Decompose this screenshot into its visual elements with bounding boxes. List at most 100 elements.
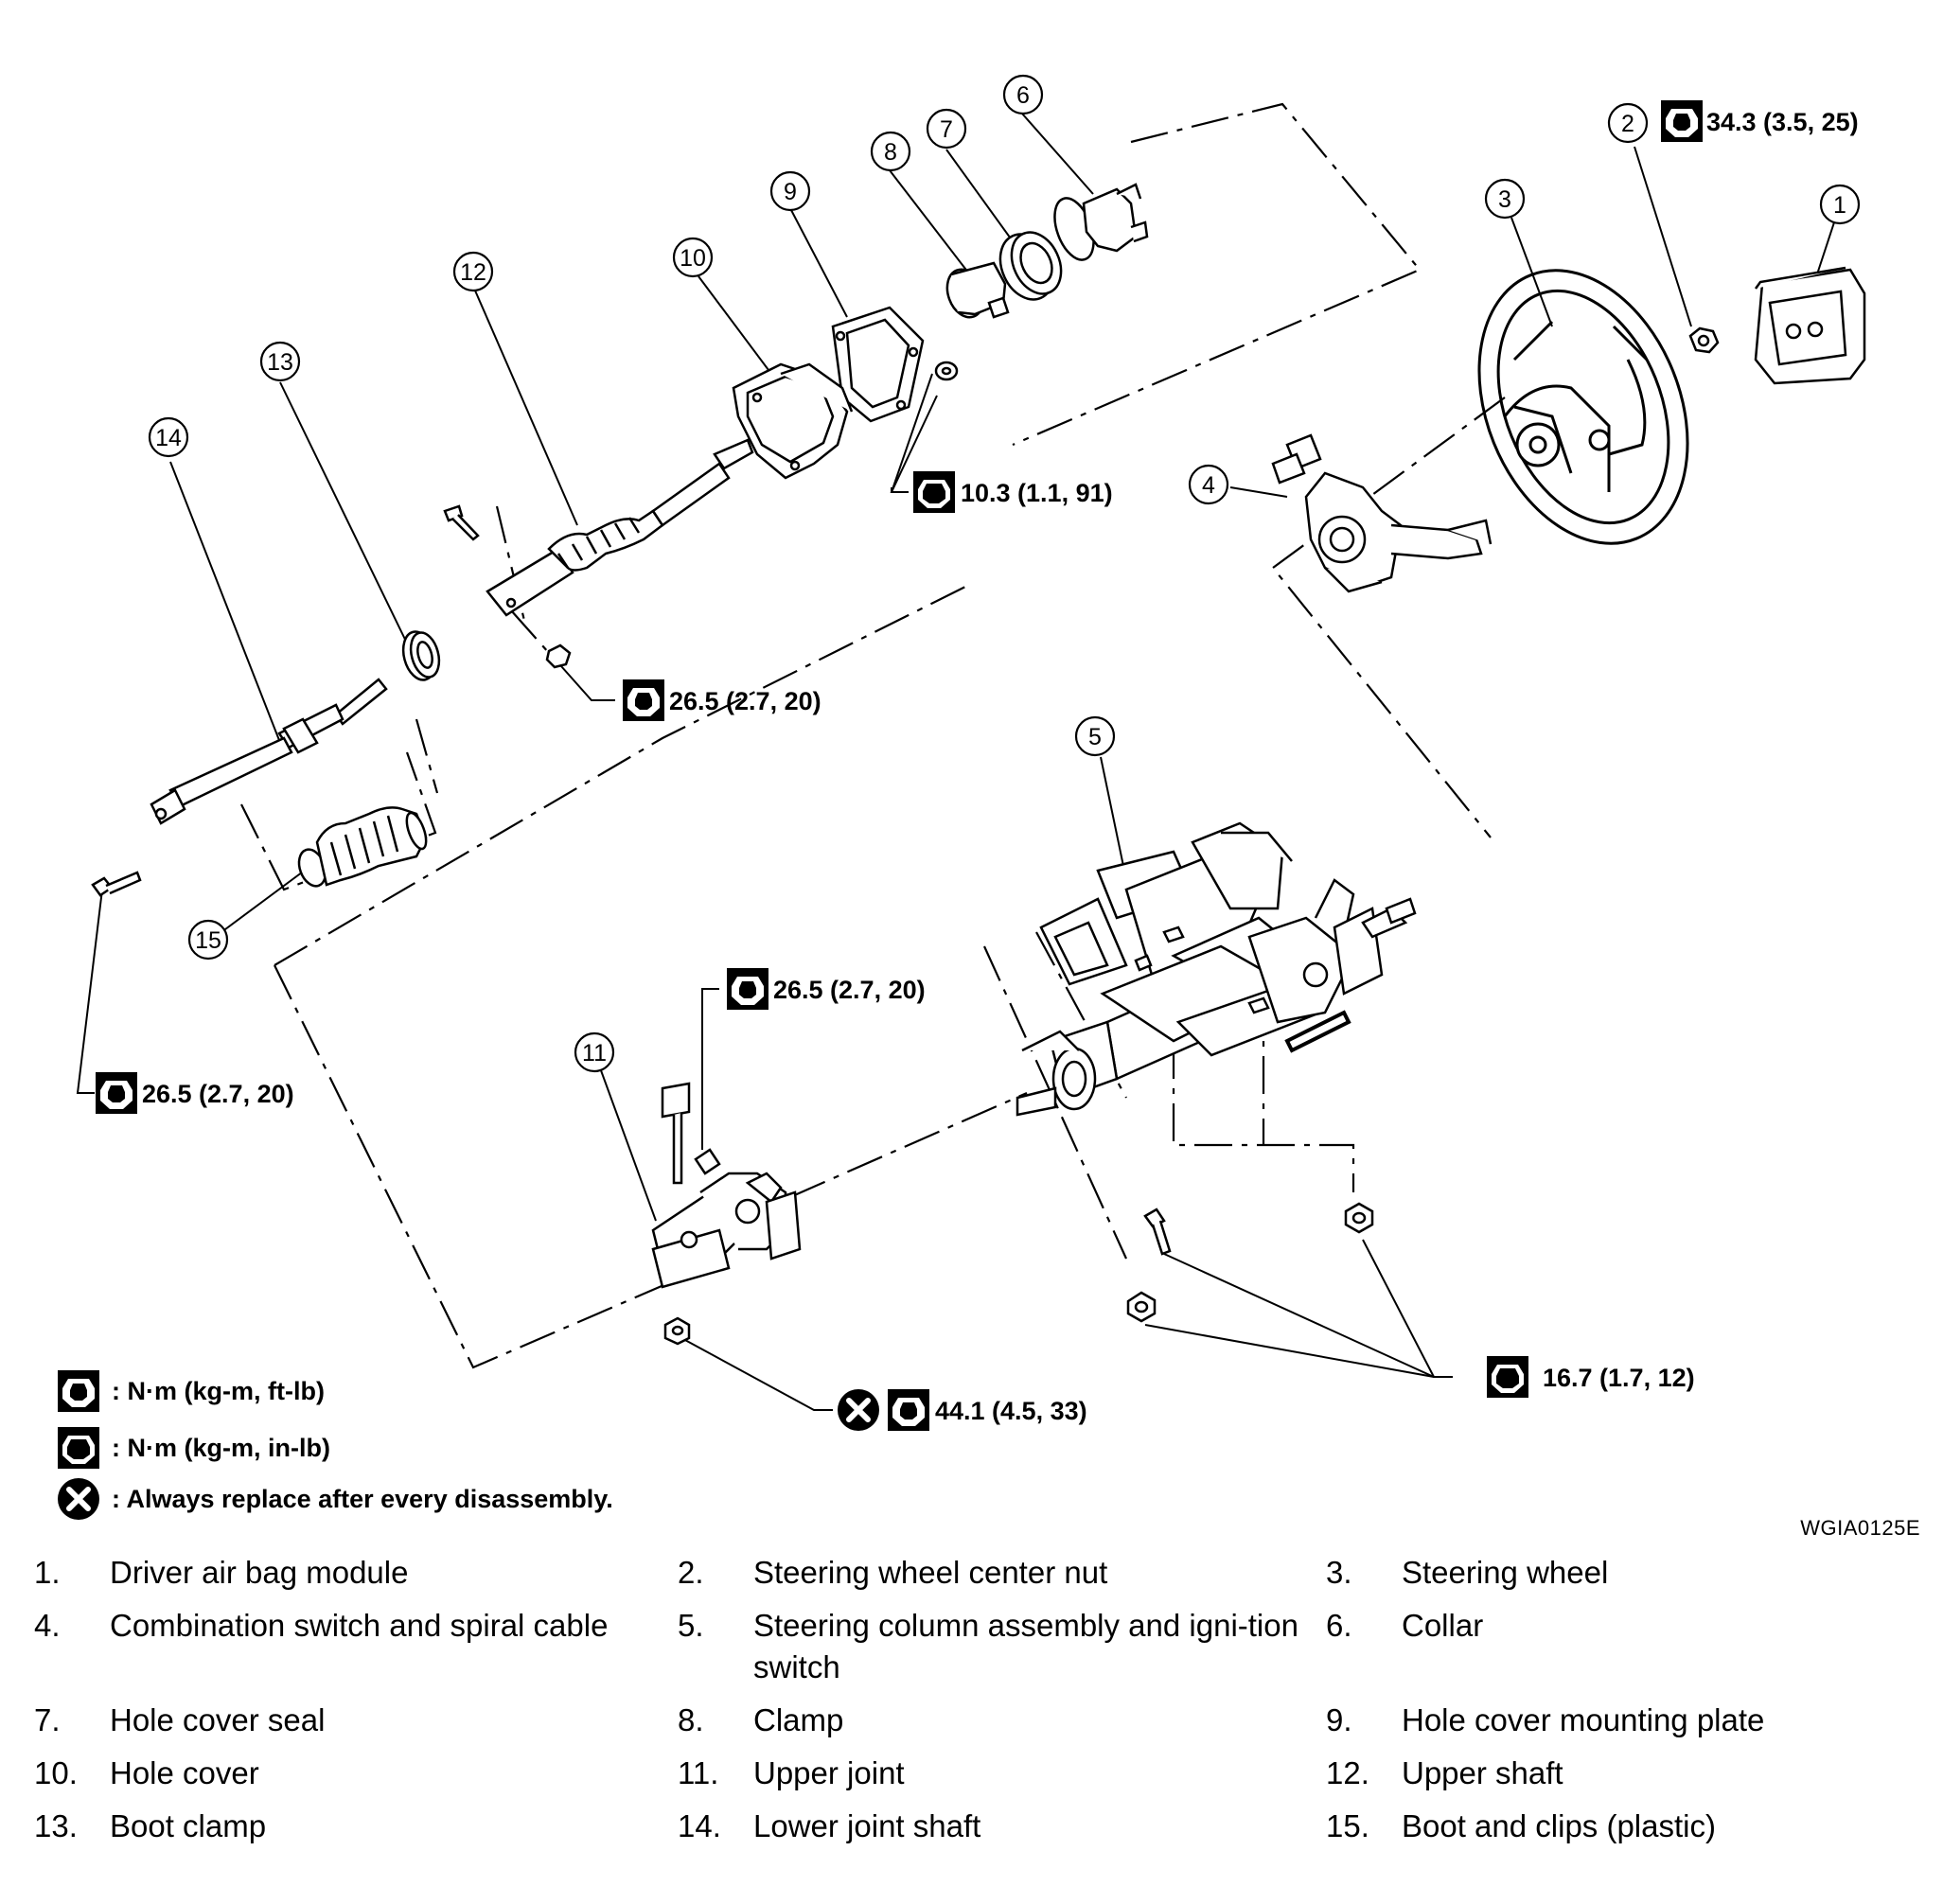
combination-switch bbox=[1271, 433, 1493, 593]
svg-text:34.3 (3.5, 25): 34.3 (3.5, 25) bbox=[1706, 108, 1859, 136]
part-number: 12. bbox=[1326, 1755, 1369, 1790]
exploded-view-diagram: 1 2 3 4 5 6 7 8 9 10 11 12 13 14 15 34.3… bbox=[76, 74, 1866, 1552]
driver-air-bag-module bbox=[1754, 266, 1866, 385]
callout-15: 15 bbox=[187, 919, 229, 961]
svg-text:9: 9 bbox=[784, 179, 797, 205]
legend-filled-text: : N·m (kg-m, in-lb) bbox=[112, 1433, 330, 1462]
upper-joint-nut bbox=[663, 1316, 691, 1346]
torque-center-nut: 34.3 (3.5, 25) bbox=[1661, 100, 1859, 142]
hole-cover bbox=[732, 362, 854, 480]
svg-text:10: 10 bbox=[680, 245, 706, 272]
part-number: 1. bbox=[34, 1555, 61, 1590]
part-number: 7. bbox=[34, 1702, 61, 1737]
callout-2: 2 bbox=[1607, 102, 1649, 144]
parts-list-item: 15. Boot and clips (plastic) bbox=[1326, 1806, 1917, 1847]
svg-text:7: 7 bbox=[940, 116, 953, 143]
steering-wheel bbox=[1477, 269, 1689, 545]
part-number: 5. bbox=[678, 1608, 704, 1643]
svg-text:16.7 (1.7, 12): 16.7 (1.7, 12) bbox=[1543, 1364, 1695, 1392]
callout-14: 14 bbox=[148, 416, 189, 458]
upper-joint bbox=[651, 1082, 802, 1289]
part-name: Upper shaft bbox=[1402, 1755, 1563, 1790]
part-name: Upper joint bbox=[753, 1755, 905, 1790]
svg-text:5: 5 bbox=[1088, 724, 1102, 750]
svg-text:10.3 (1.1, 91): 10.3 (1.1, 91) bbox=[961, 479, 1113, 507]
part-number: 9. bbox=[1326, 1702, 1352, 1737]
part-number: 13. bbox=[34, 1808, 78, 1843]
part-name: Steering wheel center nut bbox=[753, 1555, 1108, 1590]
parts-list-item: 13. Boot clamp bbox=[34, 1806, 678, 1847]
replace-x-icon bbox=[57, 1477, 100, 1521]
part-name: Hole cover bbox=[110, 1755, 259, 1790]
clamp bbox=[945, 261, 1010, 319]
svg-text:14: 14 bbox=[155, 425, 182, 451]
part-name: Lower joint shaft bbox=[753, 1808, 981, 1843]
legend-open-text: : N·m (kg-m, ft-lb) bbox=[112, 1376, 325, 1405]
parts-list: 1. Driver air bag module 2. Steering wheel … bbox=[34, 1552, 1917, 1847]
callout-12: 12 bbox=[452, 251, 494, 292]
parts-list-item: 8. Clamp bbox=[678, 1700, 1326, 1741]
parts-list-item: 3. Steering wheel bbox=[1326, 1552, 1917, 1594]
parts-list-item: 7. Hole cover seal bbox=[34, 1700, 678, 1741]
figure-code: WGIA0125E bbox=[1800, 1516, 1920, 1540]
svg-text:26.5 (2.7, 20): 26.5 (2.7, 20) bbox=[773, 976, 926, 1004]
callout-10: 10 bbox=[672, 237, 714, 278]
svg-text:6: 6 bbox=[1016, 82, 1030, 109]
torque-lower-shaft: 26.5 (2.7, 20) bbox=[96, 1072, 294, 1114]
svg-text:8: 8 bbox=[884, 139, 897, 166]
part-name: Boot clamp bbox=[110, 1808, 267, 1843]
parts-list-item: 10.Hole cover bbox=[34, 1753, 678, 1794]
part-name: Steering column assembly and igni-tion s… bbox=[753, 1608, 1298, 1684]
legend-open-torque: : N·m (kg-m, ft-lb) bbox=[57, 1370, 325, 1412]
column-mounting-bolts bbox=[1126, 1202, 1374, 1323]
torque-labels: 34.3 (3.5, 25) 10.3 (1.1, 91) 26.5 (2.7,… bbox=[96, 100, 1859, 1431]
part-number: 4. bbox=[34, 1608, 61, 1643]
svg-text:2: 2 bbox=[1621, 111, 1634, 137]
torque-upper-joint-top: 26.5 (2.7, 20) bbox=[727, 968, 926, 1010]
part-number: 8. bbox=[678, 1702, 704, 1737]
upper-shaft-nut bbox=[545, 643, 572, 669]
svg-text:26.5 (2.7, 20): 26.5 (2.7, 20) bbox=[669, 687, 821, 715]
part-name: Clamp bbox=[753, 1702, 844, 1737]
part-number: 3. bbox=[1326, 1555, 1352, 1590]
callout-1: 1 bbox=[1819, 184, 1861, 225]
part-name: Driver air bag module bbox=[110, 1555, 409, 1590]
hole-cover-seal bbox=[998, 231, 1063, 301]
part-name: Boot and clips (plastic) bbox=[1402, 1808, 1716, 1843]
assembly-lines bbox=[240, 102, 1506, 1369]
svg-text:12: 12 bbox=[460, 259, 486, 286]
legend-filled-torque: : N·m (kg-m, in-lb) bbox=[57, 1427, 330, 1469]
hole-cover-washer bbox=[934, 361, 959, 381]
svg-text:11: 11 bbox=[582, 1040, 607, 1067]
collar bbox=[1053, 183, 1149, 261]
callout-13: 13 bbox=[259, 341, 301, 382]
parts-list-item: 1. Driver air bag module bbox=[34, 1552, 678, 1594]
parts-list-item: 2. Steering wheel center nut bbox=[678, 1552, 1326, 1594]
parts-list-item: 4. Combination switch and spiral cable bbox=[34, 1605, 678, 1688]
part-number: 15. bbox=[1326, 1808, 1369, 1843]
parts-list-item: 6. Collar bbox=[1326, 1605, 1917, 1688]
part-number: 11. bbox=[678, 1755, 719, 1790]
part-name: Collar bbox=[1402, 1608, 1484, 1643]
part-number: 6. bbox=[1326, 1608, 1352, 1643]
part-number: 2. bbox=[678, 1555, 704, 1590]
part-name: Hole cover seal bbox=[110, 1702, 326, 1737]
callout-5: 5 bbox=[1074, 715, 1116, 757]
parts-list-item: 14. Lower joint shaft bbox=[678, 1806, 1326, 1847]
torque-column-mount: 16.7 (1.7, 12) bbox=[1487, 1356, 1695, 1398]
steering-wheel-center-nut bbox=[1688, 326, 1720, 354]
part-name: Hole cover mounting plate bbox=[1402, 1702, 1765, 1737]
svg-text:13: 13 bbox=[267, 349, 293, 376]
part-name: Combination switch and spiral cable bbox=[110, 1608, 609, 1643]
lower-joint-shaft bbox=[150, 678, 388, 825]
svg-text:1: 1 bbox=[1833, 192, 1846, 219]
callout-11: 11 bbox=[574, 1031, 615, 1073]
upper-shaft bbox=[486, 438, 754, 617]
upper-shaft-bolt bbox=[443, 504, 480, 541]
parts-list-item: 11. Upper joint bbox=[678, 1753, 1326, 1794]
callout-6: 6 bbox=[1002, 74, 1044, 115]
part-name: Steering wheel bbox=[1402, 1555, 1609, 1590]
parts-list-item: 12. Upper shaft bbox=[1326, 1753, 1917, 1794]
part-number: 14. bbox=[678, 1808, 721, 1843]
callout-7: 7 bbox=[926, 108, 967, 150]
